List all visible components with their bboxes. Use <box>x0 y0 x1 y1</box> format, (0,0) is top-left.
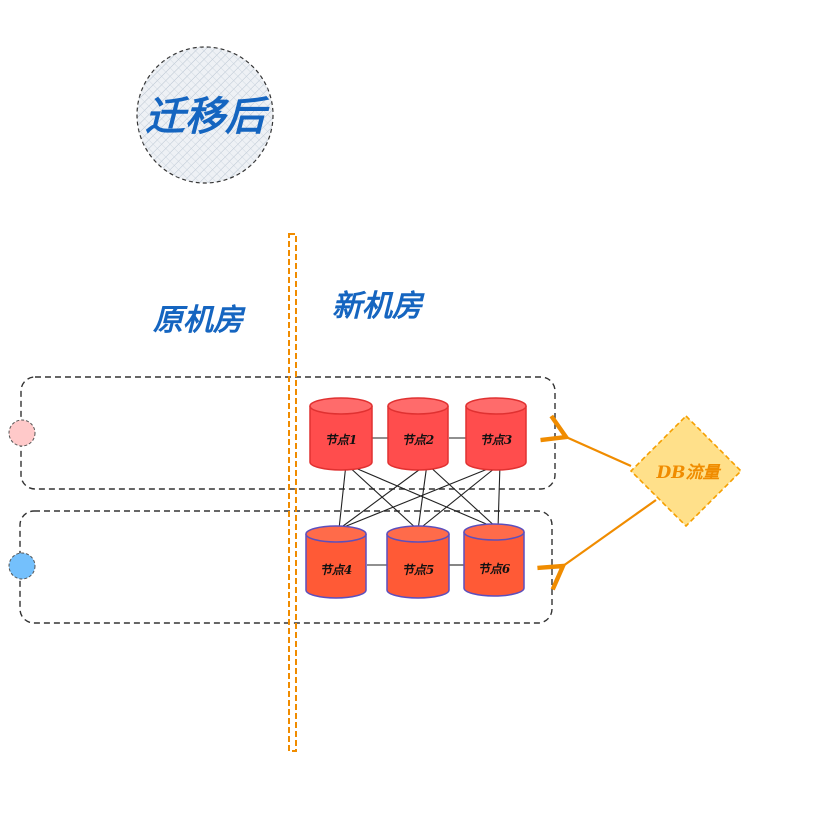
node-3: 节点3 <box>465 397 527 471</box>
title-badge: 迁移后 <box>136 46 274 184</box>
node-4-label: 节点4 <box>320 563 352 577</box>
traffic-arrow-upper <box>540 414 632 468</box>
node-3-label: 节点3 <box>480 433 512 447</box>
traffic-arrow-lower <box>537 499 657 591</box>
old-room-label: 原机房 <box>153 303 246 338</box>
node-1-label: 节点1 <box>325 433 357 447</box>
page-title: 迁移后 <box>145 93 270 140</box>
node-1: 节点1 <box>309 397 373 471</box>
link-1-4 <box>338 463 347 530</box>
db-traffic-label: DB流量 <box>655 463 721 483</box>
pink-connector-dot <box>8 419 36 447</box>
new-room-label: 新机房 <box>332 289 425 324</box>
node-2-label: 节点2 <box>402 433 434 447</box>
node-mesh-links <box>338 437 501 566</box>
lower-node-group <box>19 510 553 624</box>
node-5: 节点5 <box>386 525 450 599</box>
room-divider <box>288 233 297 752</box>
node-5-label: 节点5 <box>402 563 434 577</box>
node-6: 节点6 <box>463 523 525 597</box>
node-6-label: 节点6 <box>478 562 511 576</box>
node-2: 节点2 <box>387 397 449 471</box>
node-4: 节点4 <box>305 525 367 599</box>
blue-connector-dot <box>8 552 36 580</box>
db-traffic-diamond: DB流量 <box>630 415 742 527</box>
